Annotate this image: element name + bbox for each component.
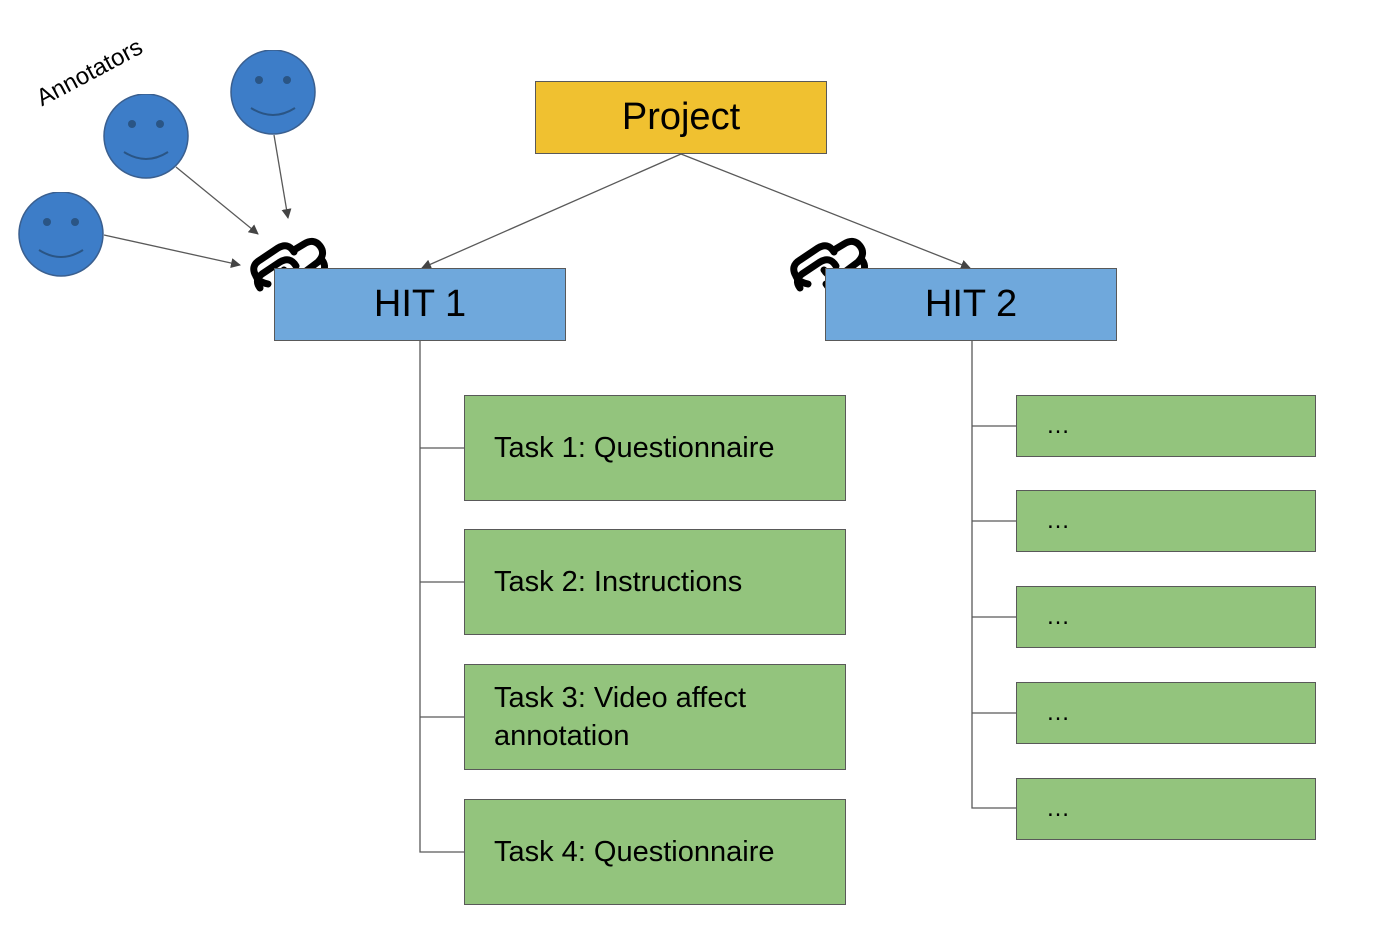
project-node: Project: [535, 81, 827, 154]
task-node: Task 2: Instructions: [464, 529, 846, 635]
hit2-node: HIT 2: [825, 268, 1117, 341]
tree-hit2: [971, 341, 1016, 809]
placeholder-task-node: …: [1016, 395, 1316, 457]
task-node: Task 1: Questionnaire: [464, 395, 846, 501]
edge-annotator3: [273, 134, 292, 219]
edge-project-hit1: [421, 153, 682, 269]
tree-hit1: [419, 341, 464, 853]
smiley-face-icon: [230, 50, 316, 135]
placeholder-task-node: …: [1016, 586, 1316, 648]
smiley-face-icon: [18, 192, 104, 277]
smiley-face-icon: [103, 94, 189, 179]
task-node: Task 4: Questionnaire: [464, 799, 846, 905]
edge-annotator2: [175, 166, 259, 235]
placeholder-task-node: …: [1016, 778, 1316, 840]
placeholder-task-node: …: [1016, 490, 1316, 552]
edge-project-hit2: [680, 153, 971, 270]
edge-annotator1: [103, 234, 241, 268]
hit1-node: HIT 1: [274, 268, 566, 341]
placeholder-task-node: …: [1016, 682, 1316, 744]
task-node: Task 3: Video affect annotation: [464, 664, 846, 770]
